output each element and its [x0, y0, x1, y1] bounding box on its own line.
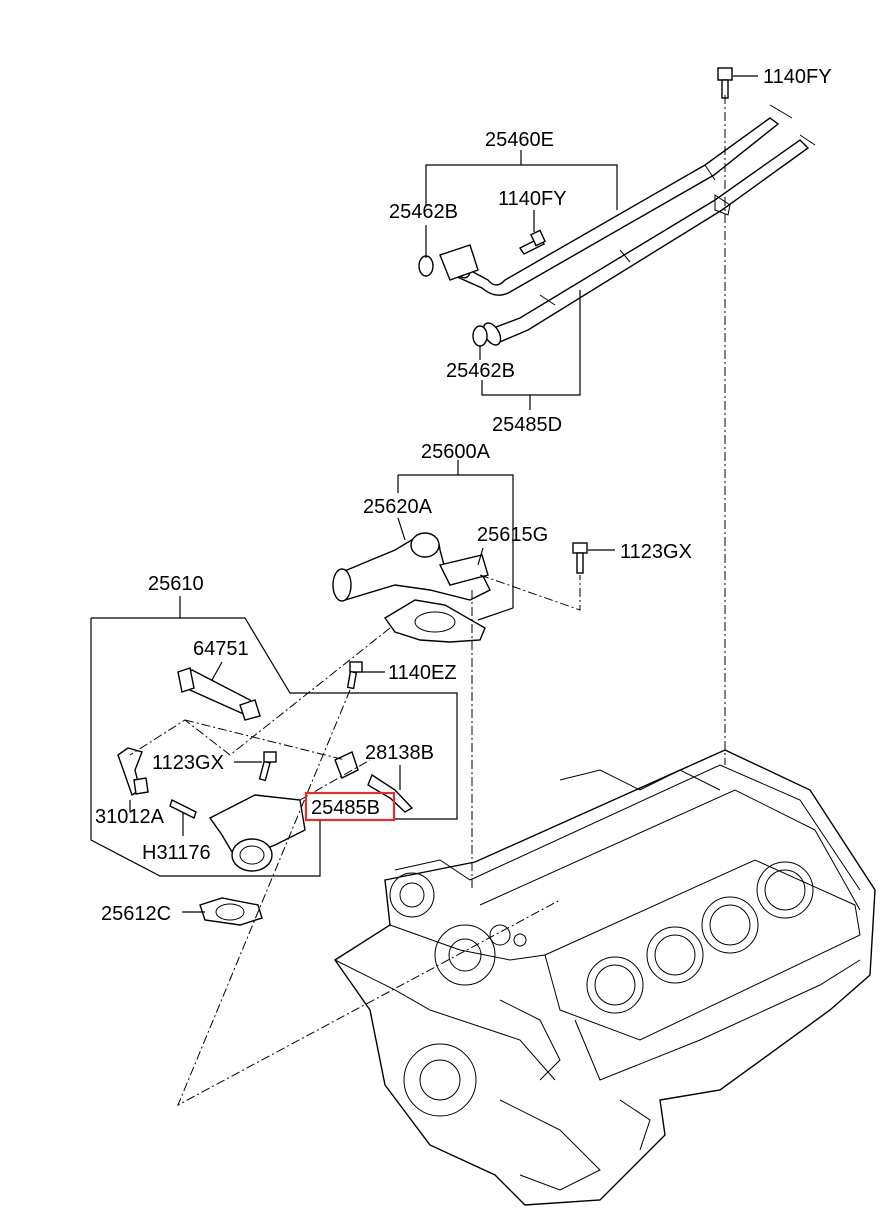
label-25462b-lower[interactable]: 25462B — [446, 360, 515, 382]
engine-block — [334, 749, 876, 1206]
label-64751[interactable]: 64751 — [193, 638, 249, 660]
leader-lines — [90, 75, 758, 913]
label-25485b[interactable]: 25485B — [311, 797, 380, 819]
label-28138b[interactable]: 28138B — [365, 742, 434, 764]
label-1123gx-right[interactable]: 1123GX — [620, 541, 692, 563]
coolant-pipes — [439, 104, 816, 346]
o-ring-upper — [418, 255, 434, 277]
label-1123gx-left[interactable]: 1123GX — [152, 752, 224, 774]
label-25610[interactable]: 25610 — [148, 573, 204, 595]
label-25460e[interactable]: 25460E — [485, 129, 554, 151]
label-1140fy-top[interactable]: 1140FY — [763, 66, 832, 88]
label-25612c[interactable]: 25612C — [101, 903, 171, 925]
label-31012a[interactable]: 31012A — [95, 806, 165, 828]
label-25462b-upper[interactable]: 25462B — [389, 201, 458, 223]
label-h31176[interactable]: H31176 — [142, 842, 211, 864]
water-inlet-assembly — [117, 667, 414, 926]
label-1140ez[interactable]: 1140EZ — [388, 662, 457, 684]
bolt-1140fy-mid — [518, 229, 546, 255]
bolt-1140ez — [346, 661, 363, 690]
part-labels: 1140FY 25460E 25462B 1140FY 25462B 25485… — [95, 66, 832, 925]
label-25615g[interactable]: 25615G — [477, 524, 548, 546]
o-ring-lower — [472, 325, 488, 347]
label-1140fy-mid[interactable]: 1140FY — [498, 188, 567, 210]
bolt-1123gx-right — [572, 542, 588, 574]
highlight-box-25485b — [304, 791, 396, 822]
bolt-1123gx-left — [258, 751, 277, 782]
bolt-1140fy-top — [717, 67, 733, 99]
thermostat-housing — [332, 532, 491, 643]
label-25600a[interactable]: 25600A — [421, 441, 491, 463]
label-25485d[interactable]: 25485D — [492, 414, 562, 436]
label-25620a[interactable]: 25620A — [363, 496, 433, 518]
